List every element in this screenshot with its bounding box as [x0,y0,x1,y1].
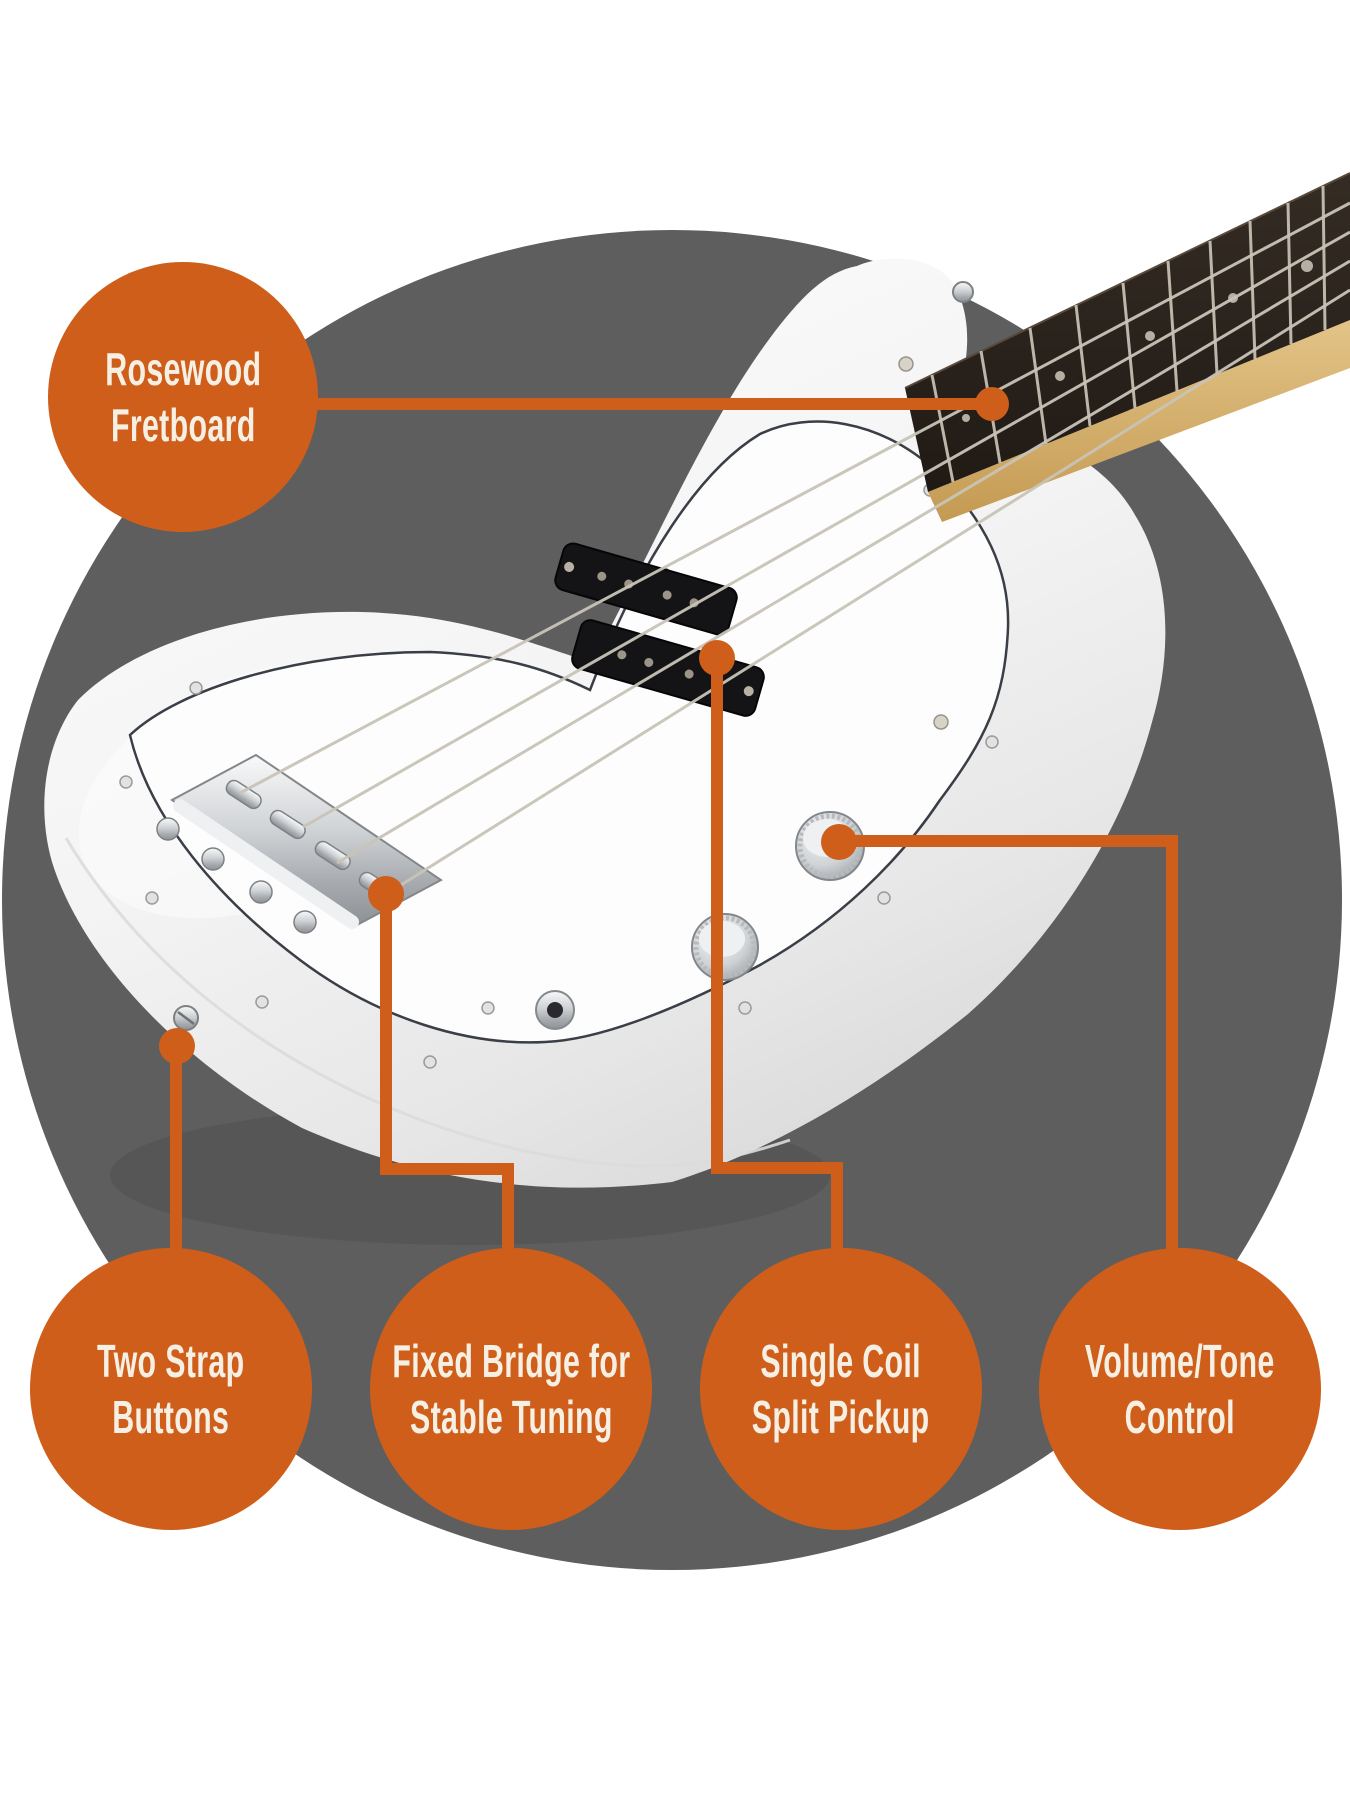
string-1 [239,201,1350,795]
callout-rosewood-fretboard: Rosewood Fretboard [48,262,318,532]
screw-icon [119,775,133,789]
screw-icon [738,1001,752,1015]
strap-button-marker-dot [159,1028,195,1064]
fretboard-top-edge [904,172,1350,389]
pickup-half-upper [554,542,738,636]
callout-label-line1: Two Strap [97,1335,245,1387]
connector-controls [821,824,1178,1252]
callout-label-line1: Fixed Bridge for [391,1335,631,1387]
bridge-back-lip [173,799,359,929]
body-edge-crease [64,837,791,1168]
body-screws [898,356,949,730]
callout-two-strap-buttons: Two Strap Buttons [30,1248,312,1530]
strap-button-bottom [173,1005,199,1031]
callout-label-line2: Stable Tuning [409,1391,613,1443]
screw-icon [985,735,999,749]
bridge-anchor-screws [156,817,317,934]
screw-icon [481,1001,495,1015]
screw-icon [423,1055,437,1069]
screw-icon [877,891,891,905]
callout-label: Fixed Bridge for Stable Tuning [392,1333,630,1445]
callout-label: Volume/Tone Control [1085,1333,1275,1445]
callout-label-line1: Volume/Tone [1085,1335,1275,1387]
string-3 [336,259,1350,865]
bridge-marker-dot [368,876,404,912]
frets [930,185,1327,483]
fretboard-marker-dot [975,387,1009,421]
connector-strap-button [159,1028,195,1252]
screw-icon [564,561,575,572]
controls-marker-dot [821,824,857,860]
string-4 [376,288,1350,902]
screw-icon [293,910,317,934]
callout-label-line1: Single Coil [760,1335,922,1387]
screw-icon [898,356,914,372]
screw-icon [743,686,754,697]
callout-label-line2: Split Pickup [752,1391,930,1443]
screw-icon [933,714,949,730]
callout-label-line2: Control [1124,1391,1236,1443]
output-jack [535,990,575,1030]
tone-knob [691,913,759,981]
connector-fretboard [310,387,1009,421]
callout-single-coil-split-pickup: Single Coil Split Pickup [700,1248,982,1530]
screw-icon [189,681,203,695]
screw-icon [255,995,269,1009]
screw-icon [156,817,180,841]
callout-label-line2: Fretboard [110,399,256,451]
callout-volume-tone-control: Volume/Tone Control [1039,1248,1321,1530]
callout-label: Rosewood Fretboard [105,341,261,453]
screw-icon [145,891,159,905]
strings [239,201,1350,902]
connector-pickup [699,640,843,1252]
connector-bridge [368,876,514,1252]
callout-label-line2: Buttons [112,1391,230,1443]
guitar [44,172,1350,1188]
callout-label-line1: Rosewood [104,343,262,395]
screw-icon [249,880,273,904]
callout-label: Single Coil Split Pickup [752,1333,930,1445]
screw-icon [201,847,225,871]
strap-button-horn [952,281,974,303]
string-2 [302,230,1350,829]
pickup-marker-dot [699,640,735,676]
callout-fixed-bridge: Fixed Bridge for Stable Tuning [370,1248,652,1530]
callout-label: Two Strap Buttons [97,1333,244,1445]
callout-connectors [159,387,1178,1252]
